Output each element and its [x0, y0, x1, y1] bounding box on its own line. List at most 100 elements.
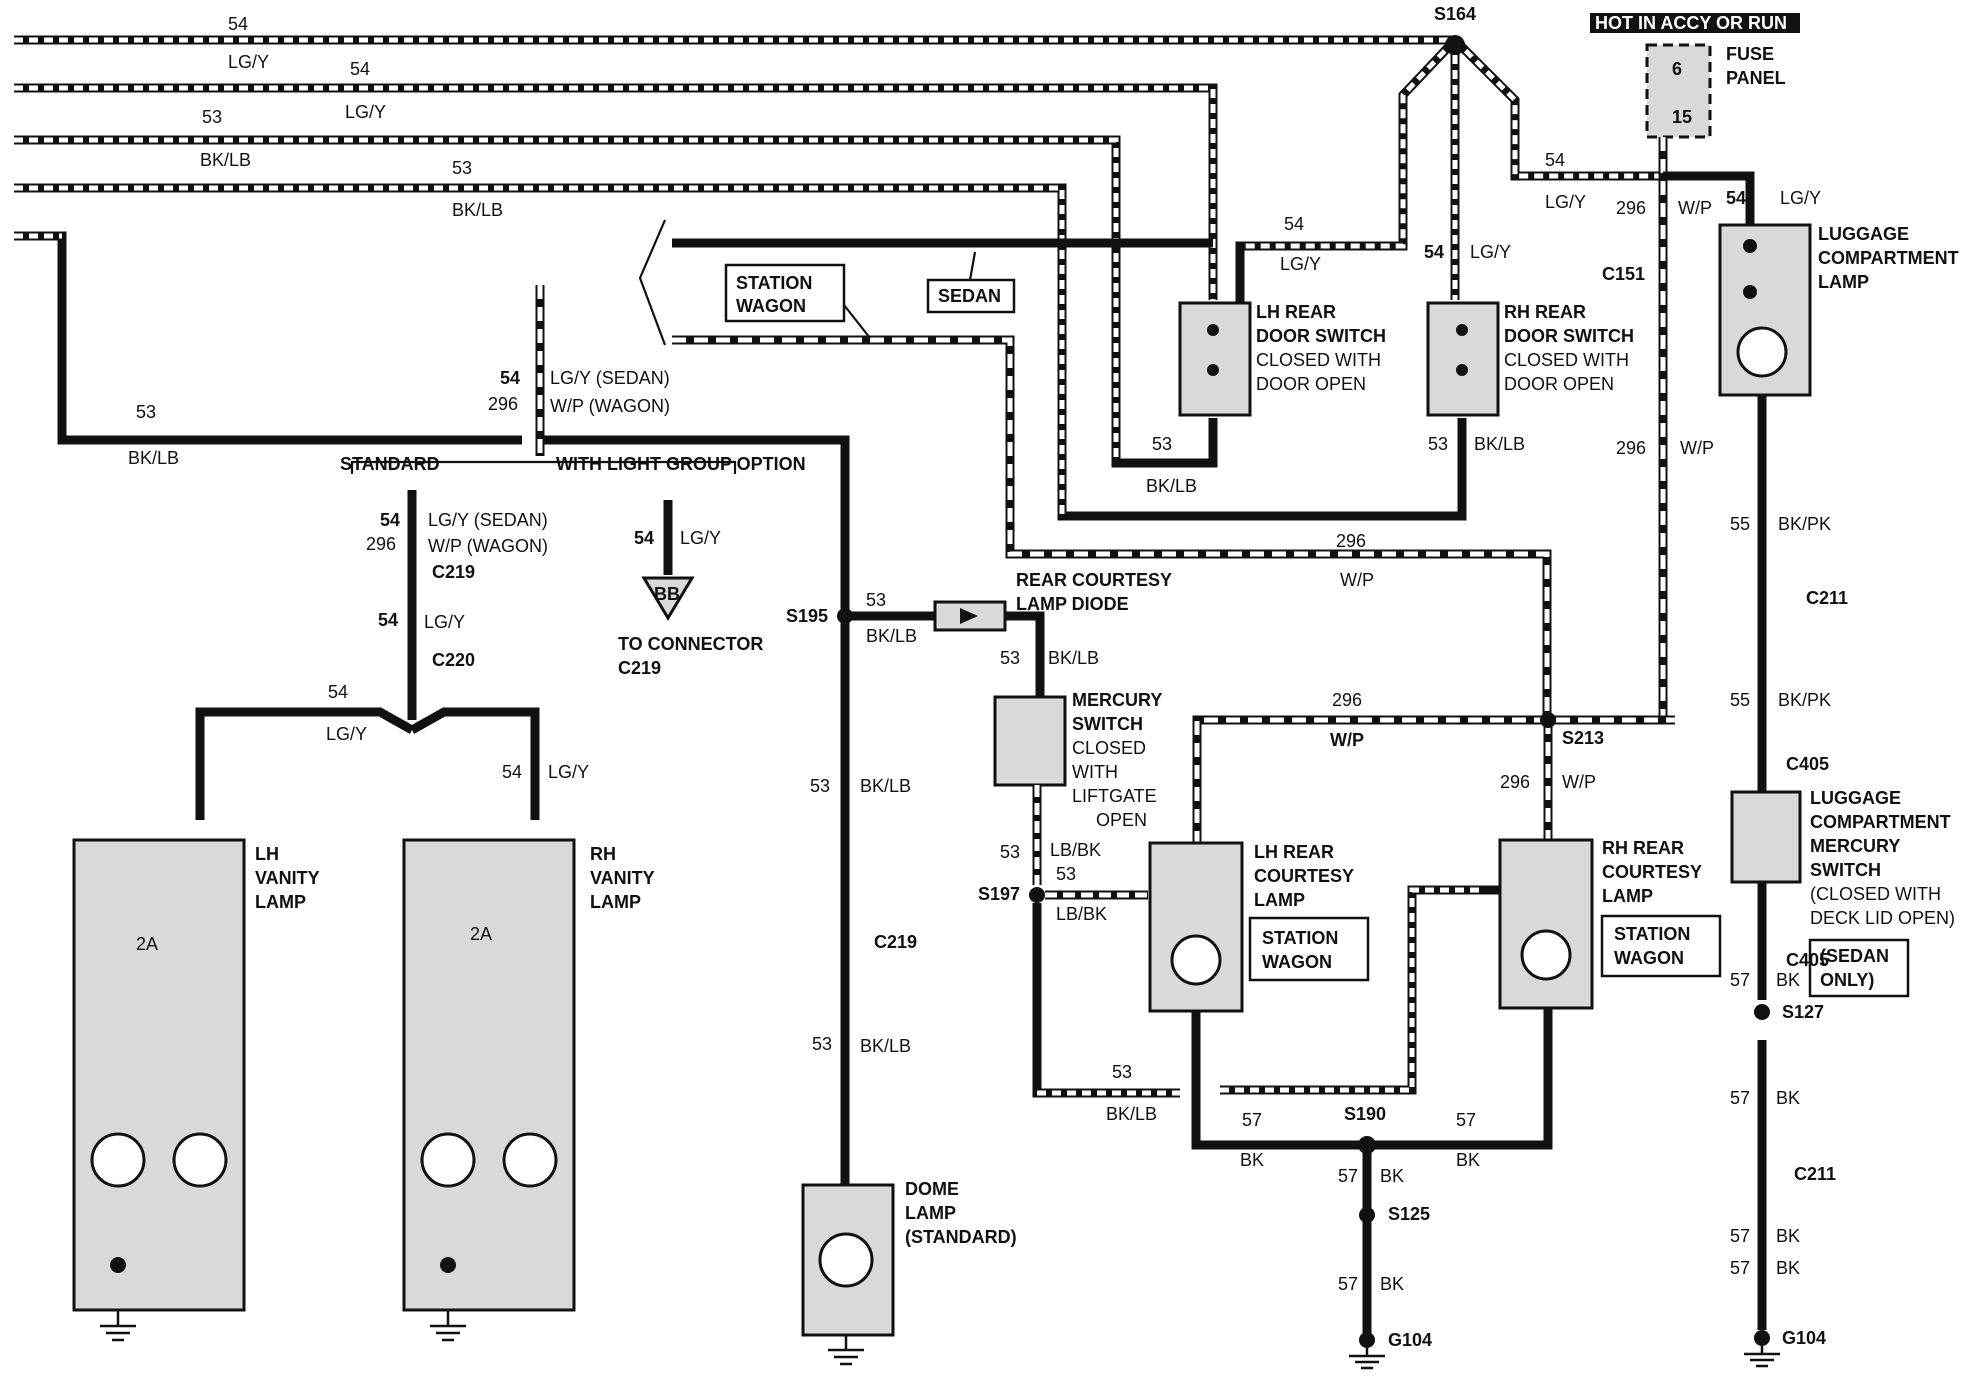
wire-label: 54: [1284, 214, 1304, 234]
wire-label: 296: [1616, 438, 1646, 458]
connector-c219-mid: C219: [874, 932, 917, 952]
lh-door-label-4: DOOR OPEN: [1256, 374, 1366, 394]
mercury-label-6: OPEN: [1096, 810, 1147, 830]
mercury-label-1: MERCURY: [1072, 690, 1162, 710]
lh-rear-door-switch: LH REAR DOOR SWITCH CLOSED WITH DOOR OPE…: [1178, 301, 1386, 417]
dome-label-1: DOME: [905, 1179, 959, 1199]
fuse-label-2: PANEL: [1726, 68, 1786, 88]
splice-s164-label: S164: [1434, 4, 1476, 24]
wire-label: 54: [502, 762, 522, 782]
luggage-compartment-lamp: LUGGAGE COMPARTMENT LAMP: [1718, 223, 1959, 397]
to-connector-label-1: TO CONNECTOR: [618, 634, 763, 654]
lug-switch-label-3: MERCURY: [1810, 836, 1900, 856]
option-selector: STATION WAGON SEDAN: [638, 219, 1552, 720]
lh-door-label-3: CLOSED WITH: [1256, 350, 1381, 370]
rh-rear-courtesy-lamp: RH REAR COURTESY LAMP STATION WAGON: [1498, 838, 1722, 1010]
connector-c219-top: C219: [432, 562, 475, 582]
wire-label: 57: [1730, 1226, 1750, 1246]
top-harness: [14, 35, 1467, 521]
wire-label: BK/LB: [1146, 476, 1197, 496]
wire-label: 54: [350, 59, 370, 79]
luggage-lamp-label-1: LUGGAGE: [1818, 224, 1909, 244]
wire-label: 296: [1336, 531, 1366, 551]
wire-label: BK: [1776, 970, 1800, 990]
wire-labels: 54 LG/Y 54 LG/Y 53 BK/LB 53 BK/LB 53 BK/…: [128, 14, 1848, 1294]
mercury-switch: MERCURY SWITCH CLOSED WITH LIFTGATE OPEN: [993, 690, 1162, 830]
wire-label: BK: [1380, 1166, 1404, 1186]
wire-label: 296: [1332, 690, 1362, 710]
hot-label: HOT IN ACCY OR RUN: [1595, 13, 1787, 33]
wire-label: 53: [1428, 434, 1448, 454]
connector-c405-top: C405: [1786, 754, 1829, 774]
wire-label: 54: [228, 14, 248, 34]
wire-label: 55: [1730, 514, 1750, 534]
wire-label: 54: [380, 510, 400, 530]
wire-label: 53: [1000, 842, 1020, 862]
wire-label: 296: [1616, 198, 1646, 218]
lug-switch-label-1: LUGGAGE: [1810, 788, 1901, 808]
wire-label: BK/LB: [1106, 1104, 1157, 1124]
connector-c211-top: C211: [1806, 588, 1848, 608]
wire-label: LG/Y: [1280, 254, 1321, 274]
connector-c211-bottom: C211: [1794, 1164, 1836, 1184]
connector-c151: C151: [1602, 264, 1645, 284]
to-connector-label-2: C219: [618, 658, 661, 678]
wire-label: 54: [500, 368, 520, 388]
wire-label: LB/BK: [1050, 840, 1101, 860]
wire-label: 53: [1152, 434, 1172, 454]
lh-courtesy-label-2: COURTESY: [1254, 866, 1354, 886]
wire-label: BK/PK: [1778, 690, 1831, 710]
luggage-lamp-label-3: LAMP: [1818, 272, 1869, 292]
wire-label: LG/Y: [1780, 188, 1821, 208]
fuse-label-1: FUSE: [1726, 44, 1774, 64]
mercury-label-2: SWITCH: [1072, 714, 1143, 734]
wire-label: 53: [1112, 1062, 1132, 1082]
diode-label-2: LAMP DIODE: [1016, 594, 1129, 614]
wire-label: BK/LB: [128, 448, 179, 468]
lh-vanity-label-3: LAMP: [255, 892, 306, 912]
splice-s127-label: S127: [1782, 1002, 1824, 1022]
wire-label: 54: [634, 528, 654, 548]
sedan-label: SEDAN: [938, 286, 1001, 306]
rh-fuse-2a: 2A: [470, 924, 492, 944]
wire-label: W/P: [1330, 730, 1364, 750]
connector-c405-bottom: C405: [1786, 950, 1829, 970]
bb-connector-label: BB: [654, 584, 680, 604]
rh-door-label-2: DOOR SWITCH: [1504, 326, 1634, 346]
wire-label: 54: [328, 682, 348, 702]
wire-label: 54: [1726, 188, 1746, 208]
lug-switch-label-5: (CLOSED WITH: [1810, 884, 1941, 904]
wire-label: 53: [1000, 648, 1020, 668]
lug-switch-label-6: DECK LID OPEN): [1810, 908, 1955, 928]
lh-fuse-2a: 2A: [136, 934, 158, 954]
rh-door-label-3: CLOSED WITH: [1504, 350, 1629, 370]
wire-label: LG/Y (SEDAN): [428, 510, 548, 530]
lh-door-label-1: LH REAR: [1256, 302, 1336, 322]
wire-label: BK: [1240, 1150, 1264, 1170]
rh-vanity-label-3: LAMP: [590, 892, 641, 912]
wire-label: 53: [452, 158, 472, 178]
wire-label: BK: [1776, 1226, 1800, 1246]
wire-label: 54: [1545, 150, 1565, 170]
rh-vanity-lamp: 2A RH VANITY LAMP: [402, 838, 655, 1312]
splice-s213-label: S213: [1562, 728, 1604, 748]
rh-courtesy-label-2: COURTESY: [1602, 862, 1702, 882]
splice-s197-label: S197: [978, 884, 1020, 904]
fuse-pin-6: 6: [1672, 59, 1682, 79]
splice-s190-label: S190: [1344, 1104, 1386, 1124]
lh-door-label-2: DOOR SWITCH: [1256, 326, 1386, 346]
station-wagon-label-2: WAGON: [736, 296, 806, 316]
wire-label: 53: [866, 590, 886, 610]
wire-label: LG/Y: [228, 52, 269, 72]
rh-door-label-1: RH REAR: [1504, 302, 1586, 322]
ground-g104-mid-label: G104: [1388, 1330, 1432, 1350]
luggage-mercury-switch: LUGGAGE COMPARTMENT MERCURY SWITCH (CLOS…: [1730, 788, 1955, 998]
wire-label: 53: [136, 402, 156, 422]
wire-label: 57: [1730, 1258, 1750, 1278]
wire-label: 55: [1730, 690, 1750, 710]
wire-label: LG/Y: [680, 528, 721, 548]
wire-label: 53: [202, 107, 222, 127]
wire-label: BK: [1776, 1088, 1800, 1108]
lh-vanity-label-1: LH: [255, 844, 279, 864]
wire-label: 57: [1338, 1166, 1358, 1186]
